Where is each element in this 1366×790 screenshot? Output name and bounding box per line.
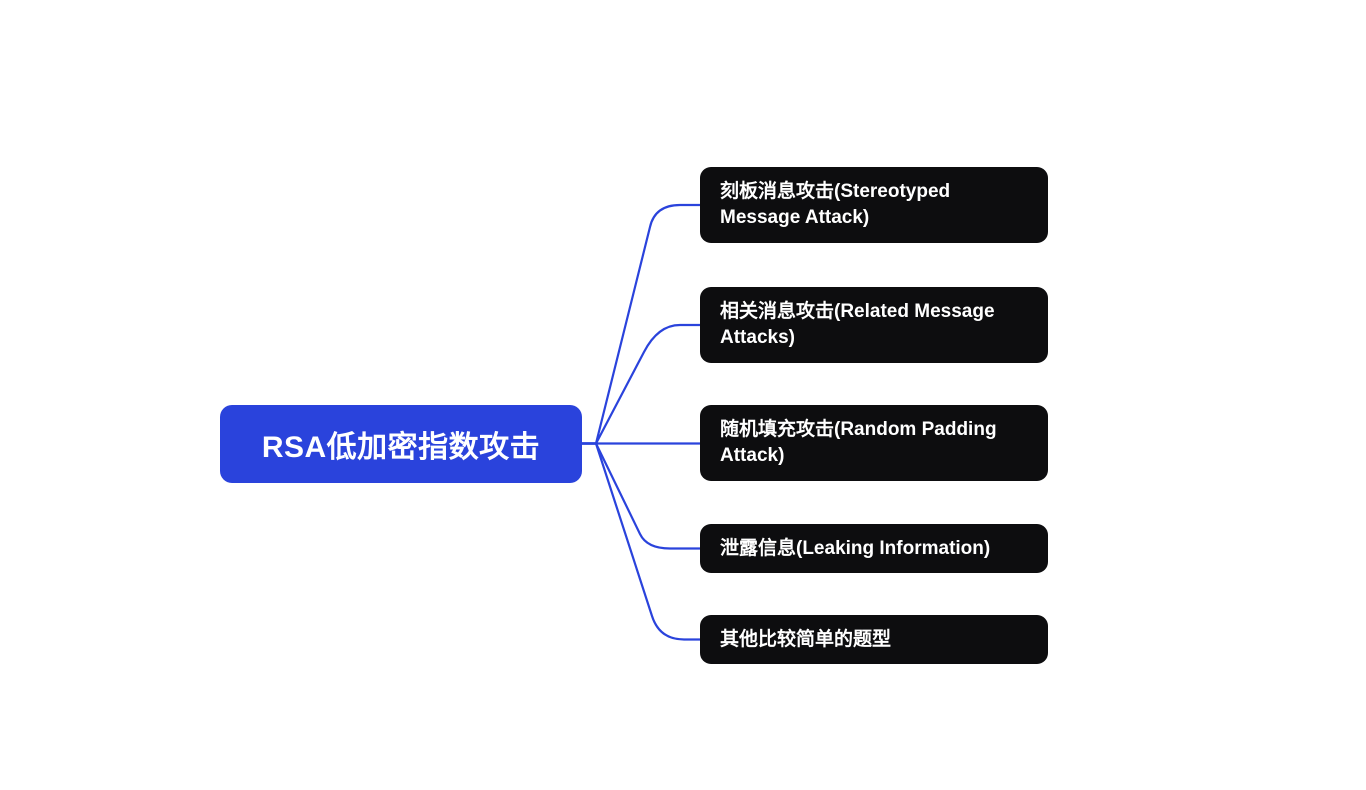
child-node-label: 随机填充攻击(Random Padding Attack)	[720, 419, 997, 466]
child-node-leaking-information[interactable]: 泄露信息(Leaking Information)	[700, 524, 1048, 573]
connector-root-to-child-4	[580, 442, 702, 550]
child-node-label: 相关消息攻击(Related Message Attacks)	[720, 301, 995, 348]
child-node-label: 其他比较简单的题型	[720, 628, 892, 650]
child-node-related-message-attacks[interactable]: 相关消息攻击(Related Message Attacks)	[700, 287, 1048, 363]
child-node-other-simple-problems[interactable]: 其他比较简单的题型	[700, 615, 1048, 664]
child-node-random-padding-attack[interactable]: 随机填充攻击(Random Padding Attack)	[700, 405, 1048, 481]
child-node-label: 泄露信息(Leaking Information)	[720, 537, 991, 559]
connector-root-to-child-1	[580, 203, 702, 445]
child-node-stereotyped-message-attack[interactable]: 刻板消息攻击(Stereotyped Message Attack)	[700, 167, 1048, 243]
root-node[interactable]: RSA低加密指数攻击	[220, 405, 582, 483]
connector-root-to-child-5	[580, 442, 702, 641]
root-node-label: RSA低加密指数攻击	[261, 431, 541, 464]
connector-root-to-child-2	[580, 323, 702, 445]
child-node-label: 刻板消息攻击(Stereotyped Message Attack)	[720, 181, 951, 228]
